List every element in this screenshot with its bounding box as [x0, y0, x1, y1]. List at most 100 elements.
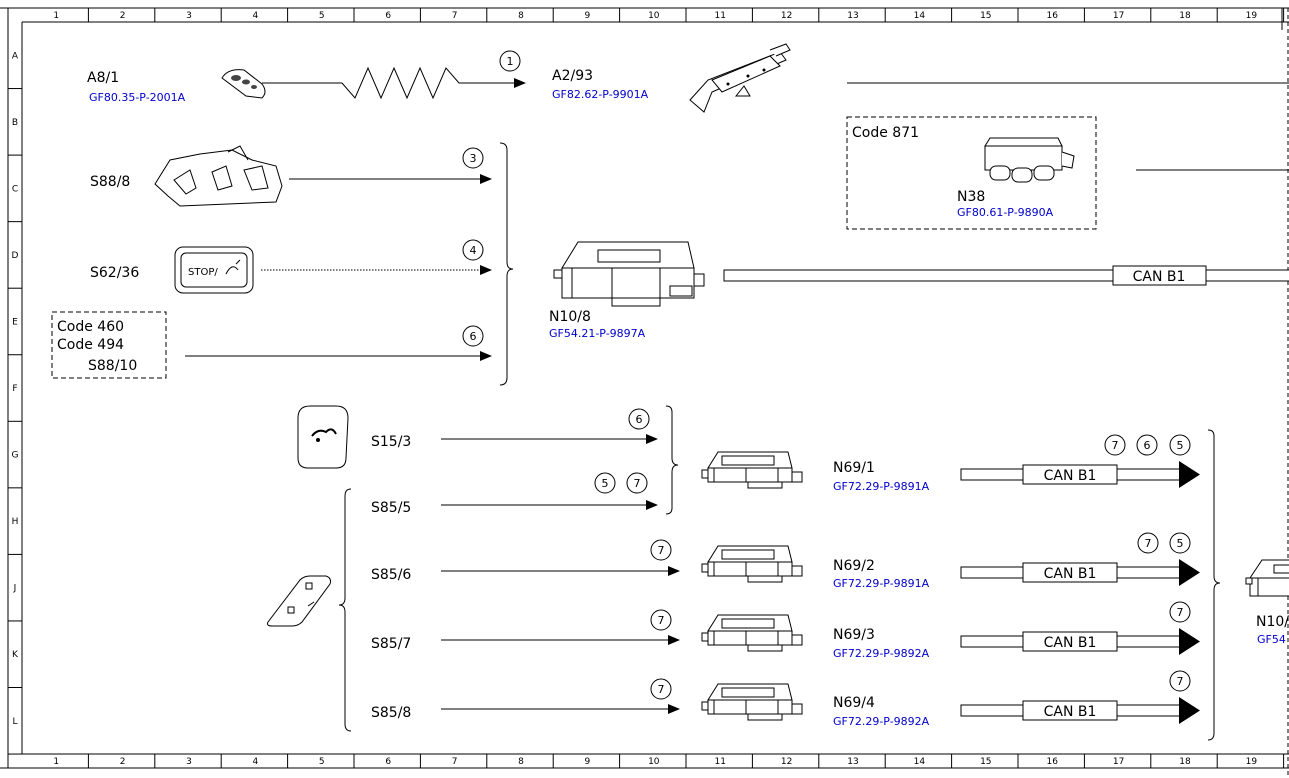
n69-4-module-icon: [701, 683, 803, 721]
code-460-label: Code 460: [57, 319, 124, 335]
svg-text:5: 5: [1177, 537, 1184, 550]
svg-text:7: 7: [1177, 606, 1184, 619]
n69-1-input-brace: [665, 405, 679, 515]
s85-seat-switch-icon: [267, 575, 331, 627]
n69-1-ref-link[interactable]: GF72.29-P-9891A: [833, 480, 930, 493]
marker-7-n69-1: 7: [1104, 434, 1126, 456]
column-label-bottom: 7: [452, 757, 458, 767]
row-label: E: [12, 317, 18, 327]
column-label-bottom: 2: [120, 757, 126, 767]
s85-8-label: S85/8: [371, 705, 411, 721]
marker-7-n69-3: 7: [1169, 601, 1191, 623]
a8-1-ref-link[interactable]: GF80.35-P-2001A: [89, 91, 186, 104]
marker-6-n69-1: 6: [1136, 434, 1158, 456]
marker-3: 3: [462, 147, 484, 169]
can-b1-label-top: CAN B1: [1133, 269, 1186, 285]
can-b1-label-n69-2: CAN B1: [1044, 566, 1097, 582]
n69-1-label: N69/1: [833, 460, 875, 476]
code-871-label: Code 871: [852, 125, 919, 141]
column-label-bottom: 1: [53, 757, 59, 767]
can-b1-tag-top: [1112, 265, 1207, 286]
column-label-bottom: 8: [518, 757, 524, 767]
row-label: B: [12, 118, 18, 128]
s15-3-label: S15/3: [371, 434, 411, 450]
svg-text:6: 6: [636, 413, 643, 426]
can-b1-bus-top: [723, 269, 1289, 282]
n69-3-label: N69/3: [833, 627, 875, 643]
can-b1-arrow-n69-4: CAN B1: [960, 697, 1200, 724]
n10-8-module-icon: [553, 241, 705, 307]
column-label-top: 8: [518, 11, 524, 21]
can-b1-arrow-n69-2: CAN B1: [960, 559, 1200, 586]
antenna-module-icon: [689, 43, 791, 113]
grid-frame: [0, 7, 1289, 778]
column-label-bottom: 3: [186, 757, 192, 767]
n69-2-module-icon: [701, 545, 803, 583]
row-label: L: [12, 717, 17, 727]
marker-6-s15: 6: [628, 408, 650, 430]
marker-1: 1: [499, 50, 521, 72]
column-label-bottom: 14: [914, 757, 926, 767]
can-b1-label-n69-1: CAN B1: [1044, 468, 1097, 484]
marker-7-s85-7: 7: [650, 609, 672, 631]
s85-7-label: S85/7: [371, 636, 411, 652]
stop-start-button-icon: STOP/: [174, 246, 254, 294]
n10-right-module-icon: [1245, 559, 1289, 597]
n69-4-label: N69/4: [833, 695, 875, 711]
s62-36-label: S62/36: [90, 265, 139, 281]
column-label-top: 12: [781, 11, 792, 21]
svg-text:7: 7: [634, 477, 641, 490]
marker-7-n69-4: 7: [1169, 670, 1191, 692]
column-label-bottom: 17: [1113, 757, 1124, 767]
s88-10-label: S88/10: [88, 358, 137, 374]
n38-label: N38: [957, 189, 985, 205]
svg-text:7: 7: [658, 683, 665, 696]
n69-3-ref-link[interactable]: GF72.29-P-9892A: [833, 647, 930, 660]
row-label: K: [12, 650, 19, 660]
column-label-bottom: 11: [714, 757, 725, 767]
column-label-top: 1: [53, 11, 59, 21]
marker-5-n69-1: 5: [1169, 434, 1191, 456]
n10-right-ref-link[interactable]: GF54: [1257, 633, 1286, 646]
a2-93-ref-link[interactable]: GF82.62-P-9901A: [552, 88, 649, 101]
n10-8-ref-link[interactable]: GF54.21-P-9897A: [549, 327, 646, 340]
column-label-bottom: 10: [648, 757, 660, 767]
svg-text:7: 7: [658, 614, 665, 627]
column-label-bottom: 6: [385, 757, 391, 767]
a2-93-label: A2/93: [552, 68, 593, 84]
column-label-bottom: 16: [1046, 757, 1058, 767]
n69-4-ref-link[interactable]: GF72.29-P-9892A: [833, 715, 930, 728]
row-label: J: [13, 584, 17, 594]
column-label-top: 9: [585, 11, 591, 21]
n69-2-ref-link[interactable]: GF72.29-P-9891A: [833, 577, 930, 590]
svg-text:7: 7: [1112, 439, 1119, 452]
column-label-top: 2: [120, 11, 126, 21]
column-ticks: 1122334455667788991010111112121313141415…: [53, 8, 1285, 768]
column-label-bottom: 9: [585, 757, 591, 767]
row-label: F: [12, 384, 17, 394]
svg-text:6: 6: [470, 330, 477, 343]
s88-8-label: S88/8: [90, 174, 130, 190]
marker-5-s85-5: 5: [594, 472, 616, 494]
column-label-bottom: 5: [319, 757, 325, 767]
column-label-bottom: 12: [781, 757, 792, 767]
n10-right-label: N10/: [1256, 614, 1289, 630]
n69-1-module-icon: [701, 451, 803, 489]
n38-connector-icon: [984, 137, 1075, 183]
code-871-box: [846, 116, 1097, 230]
n10-8-label: N10/8: [549, 309, 591, 325]
column-label-top: 10: [648, 11, 660, 21]
marker-7-n69-2: 7: [1137, 532, 1159, 554]
row-label: A: [12, 51, 19, 61]
column-label-top: 6: [385, 11, 391, 21]
marker-7-s85-5: 7: [626, 472, 648, 494]
row-label: H: [12, 517, 19, 527]
column-label-top: 5: [319, 11, 325, 21]
n38-ref-link[interactable]: GF80.61-P-9890A: [957, 206, 1054, 219]
column-label-top: 7: [452, 11, 458, 21]
svg-text:3: 3: [470, 152, 477, 165]
column-label-top: 13: [847, 11, 858, 21]
column-label-bottom: 15: [980, 757, 991, 767]
can-b1-label-n69-4: CAN B1: [1044, 704, 1097, 720]
